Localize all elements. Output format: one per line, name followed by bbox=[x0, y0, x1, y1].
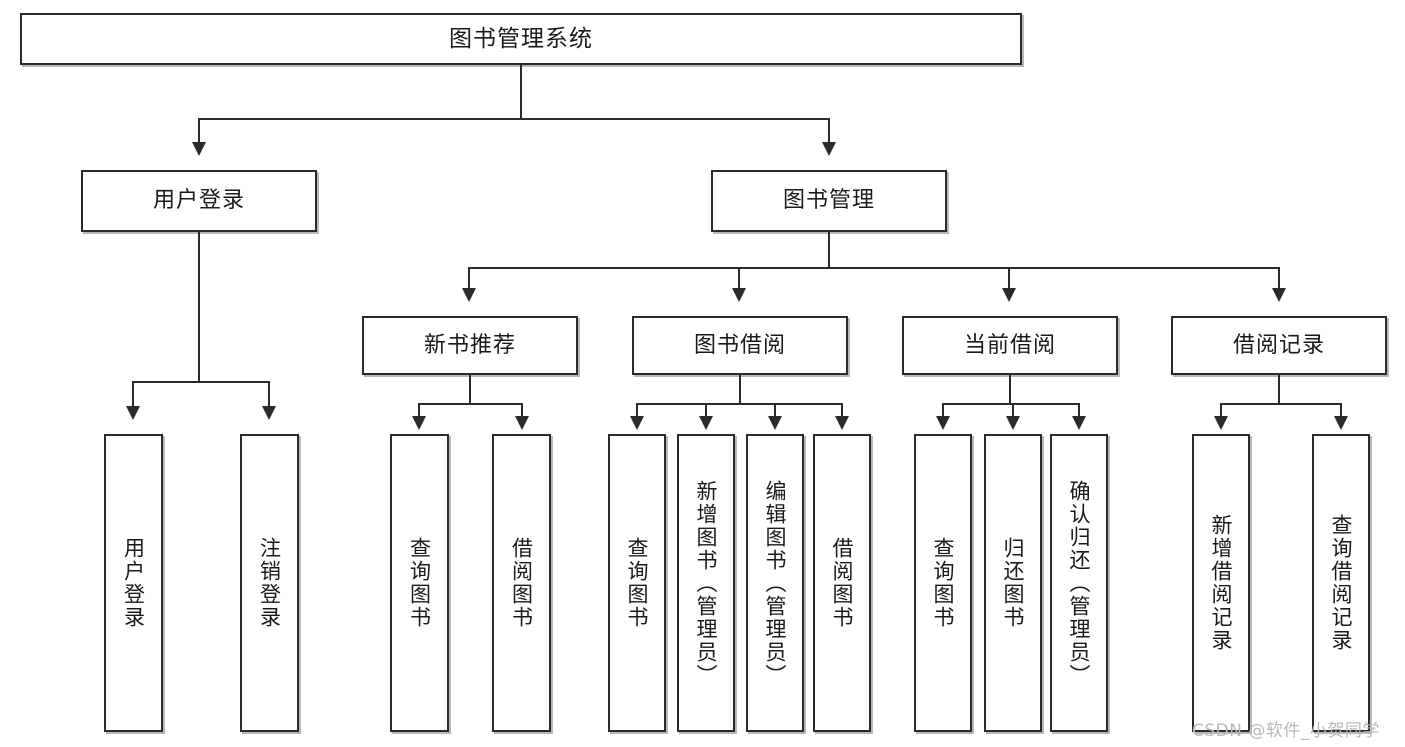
connector-borrowrecord-to-leaf2 bbox=[1340, 403, 1342, 419]
arrow-to-user-login-leaf bbox=[126, 406, 140, 420]
node-label: 借阅记录 bbox=[1232, 332, 1325, 358]
arrow-to-confirm-return bbox=[1072, 416, 1086, 430]
connector-newbook-down bbox=[469, 375, 471, 404]
arrow-to-logout-leaf bbox=[262, 406, 276, 420]
node-label: 注销登录 bbox=[257, 537, 282, 629]
node-label: 编辑图书（管理员） bbox=[763, 479, 788, 687]
leaf-add-borrow-record[interactable]: 新增借阅记录 bbox=[1192, 434, 1250, 732]
connector-bookborrow-to-leaf4 bbox=[841, 403, 843, 419]
node-label: 确认归还（管理员） bbox=[1067, 479, 1092, 687]
connector-newbook-to-leaf1 bbox=[418, 403, 420, 419]
arrow-to-query-book-3 bbox=[936, 416, 950, 430]
connector-borrowrecord-to-leaf1 bbox=[1220, 403, 1222, 419]
node-label: 归还图书 bbox=[1001, 537, 1026, 629]
connector-userlogin-bus bbox=[132, 381, 269, 383]
connector-currentborrow-to-leaf2 bbox=[1012, 403, 1014, 419]
arrow-to-query-record bbox=[1334, 416, 1348, 430]
leaf-borrow-book-newrec[interactable]: 借阅图书 bbox=[492, 434, 551, 732]
connector-bookmanage-to-borrow bbox=[738, 267, 740, 291]
arrow-to-borrow-record bbox=[1272, 288, 1286, 302]
node-label: 图书管理系统 bbox=[449, 25, 593, 52]
node-new-book-rec[interactable]: 新书推荐 bbox=[362, 316, 578, 375]
connector-bookborrow-to-leaf3 bbox=[774, 403, 776, 419]
connector-currentborrow-to-leaf1 bbox=[942, 403, 944, 419]
node-label: 查询图书 bbox=[625, 537, 650, 629]
leaf-query-book-current[interactable]: 查询图书 bbox=[914, 434, 972, 732]
connector-bookborrow-to-leaf2 bbox=[705, 403, 707, 419]
connector-borrowrecord-bus bbox=[1220, 403, 1341, 405]
connector-userlogin-to-leaf2 bbox=[268, 381, 270, 409]
node-label: 借阅图书 bbox=[509, 537, 534, 629]
node-user-login[interactable]: 用户登录 bbox=[81, 170, 317, 232]
connector-bookmanage-to-newbook bbox=[468, 267, 470, 291]
leaf-confirm-return-admin[interactable]: 确认归还（管理员） bbox=[1050, 434, 1108, 732]
connector-currentborrow-to-leaf3 bbox=[1078, 403, 1080, 419]
node-current-borrow[interactable]: 当前借阅 bbox=[902, 316, 1118, 375]
connector-root-to-userlogin bbox=[198, 118, 200, 146]
leaf-edit-book-admin[interactable]: 编辑图书（管理员） bbox=[746, 434, 804, 732]
arrow-to-book-manage bbox=[822, 142, 836, 156]
connector-currentborrow-bus bbox=[942, 403, 1079, 405]
arrow-to-add-book bbox=[699, 416, 713, 430]
node-borrow-record[interactable]: 借阅记录 bbox=[1171, 316, 1387, 375]
node-label: 借阅图书 bbox=[830, 537, 855, 629]
arrow-to-return-book bbox=[1006, 416, 1020, 430]
node-label: 用户登录 bbox=[152, 188, 245, 214]
leaf-user-login[interactable]: 用户登录 bbox=[104, 434, 163, 732]
connector-borrowrecord-down bbox=[1278, 375, 1280, 404]
leaf-borrow-book[interactable]: 借阅图书 bbox=[813, 434, 871, 732]
node-root-system[interactable]: 图书管理系统 bbox=[20, 13, 1022, 65]
node-label: 图书借阅 bbox=[693, 332, 786, 358]
leaf-return-book[interactable]: 归还图书 bbox=[984, 434, 1042, 732]
connector-newbook-bus bbox=[418, 403, 522, 405]
connector-bookborrow-down bbox=[739, 375, 741, 404]
leaf-query-borrow-record[interactable]: 查询借阅记录 bbox=[1312, 434, 1370, 732]
arrow-to-query-book-1 bbox=[412, 416, 426, 430]
arrow-to-book-borrow bbox=[732, 288, 746, 302]
leaf-query-book-borrow[interactable]: 查询图书 bbox=[608, 434, 666, 732]
arrow-to-borrow-book-2 bbox=[835, 416, 849, 430]
node-label: 新增借阅记录 bbox=[1209, 514, 1234, 652]
connector-root-down bbox=[520, 65, 522, 119]
node-label: 用户登录 bbox=[121, 537, 146, 629]
connector-root-bus bbox=[198, 118, 830, 120]
connector-bookborrow-to-leaf1 bbox=[636, 403, 638, 419]
connector-root-to-bookmanage bbox=[828, 118, 830, 146]
arrow-to-user-login bbox=[192, 142, 206, 156]
arrow-to-query-book-2 bbox=[630, 416, 644, 430]
node-label: 查询图书 bbox=[931, 537, 956, 629]
arrow-to-new-book-rec bbox=[462, 288, 476, 302]
node-label: 当前借阅 bbox=[963, 332, 1056, 358]
node-label: 图书管理 bbox=[782, 188, 875, 214]
connector-newbook-to-leaf2 bbox=[521, 403, 523, 419]
arrow-to-current-borrow bbox=[1002, 288, 1016, 302]
node-label: 查询图书 bbox=[407, 537, 432, 629]
node-book-manage[interactable]: 图书管理 bbox=[711, 170, 947, 232]
connector-bookmanage-down bbox=[828, 232, 830, 268]
connector-bookmanage-bus bbox=[468, 267, 1280, 269]
arrow-to-borrow-book-1 bbox=[515, 416, 529, 430]
node-label: 查询借阅记录 bbox=[1329, 514, 1354, 652]
connector-userlogin-down bbox=[198, 232, 200, 382]
connector-bookmanage-to-record bbox=[1278, 267, 1280, 291]
leaf-logout[interactable]: 注销登录 bbox=[240, 434, 299, 732]
node-book-borrow[interactable]: 图书借阅 bbox=[632, 316, 848, 375]
leaf-add-book-admin[interactable]: 新增图书（管理员） bbox=[677, 434, 735, 732]
leaf-query-book-newrec[interactable]: 查询图书 bbox=[390, 434, 449, 732]
node-label: 新增图书（管理员） bbox=[694, 479, 719, 687]
connector-userlogin-to-leaf1 bbox=[132, 381, 134, 409]
arrow-to-edit-book bbox=[768, 416, 782, 430]
node-label: 新书推荐 bbox=[423, 332, 516, 358]
connector-bookborrow-bus bbox=[636, 403, 842, 405]
arrow-to-add-record bbox=[1214, 416, 1228, 430]
connector-bookmanage-to-current bbox=[1008, 267, 1010, 291]
connector-currentborrow-down bbox=[1009, 375, 1011, 404]
